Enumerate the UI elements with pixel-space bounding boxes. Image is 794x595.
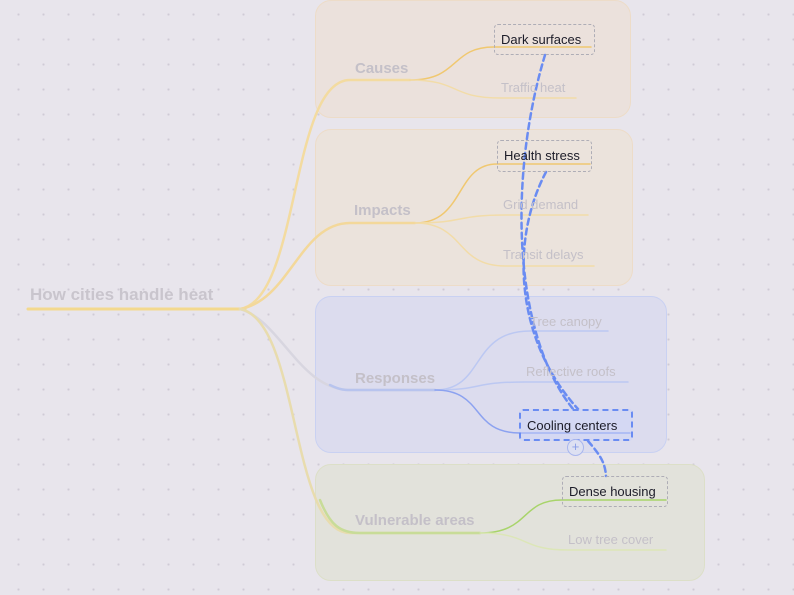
connector-health-stress-cooling (522, 170, 580, 411)
edge-dark-surfaces (409, 46, 592, 81)
edge-root-impacts (238, 221, 417, 311)
node-reflective-roofs[interactable]: Reflective roofs (526, 364, 616, 379)
add-child-button[interactable]: + (567, 439, 584, 456)
node-dark-surfaces[interactable]: Dark surfaces (494, 24, 595, 55)
edge-cooling-centers (434, 389, 631, 434)
node-low-tree-cover[interactable]: Low tree cover (568, 532, 654, 547)
edge-transit-delays (414, 222, 595, 267)
edge-root-vulnerable (238, 307, 482, 535)
node-cooling-centers[interactable]: Cooling centers (519, 409, 633, 441)
edge-traffic-heat (409, 79, 577, 99)
node-health-stress[interactable]: Health stress (497, 140, 592, 172)
root-topic[interactable]: How cities handle heat (30, 285, 214, 304)
branch-responses[interactable]: Responses (355, 370, 436, 387)
branch-vulnerable-areas[interactable]: Vulnerable areas (355, 512, 475, 529)
edge-health-stress (414, 163, 591, 224)
edge-root-causes (238, 78, 412, 311)
group-vulnerable-areas (315, 464, 705, 581)
group-responses (315, 296, 667, 453)
node-traffic-heat[interactable]: Traffic heat (501, 80, 566, 95)
connector-dark-surfaces-cooling (520, 53, 575, 411)
edge-dense-housing (479, 499, 667, 534)
edge-reflective-roofs (434, 381, 629, 391)
edge-low-tree-cover (479, 532, 667, 551)
connector-cooling-dense-housing (586, 439, 608, 478)
node-dense-housing[interactable]: Dense housing (562, 476, 668, 507)
edge-root-responses-tail (328, 383, 437, 392)
node-grid-demand[interactable]: Grid demand (503, 197, 579, 212)
group-causes (315, 0, 631, 118)
branch-causes[interactable]: Causes (355, 60, 409, 77)
node-tree-canopy[interactable]: Tree canopy (530, 314, 602, 329)
edge-tree-canopy (434, 330, 609, 391)
edge-grid-demand (414, 214, 589, 224)
node-transit-delays[interactable]: Transit delays (503, 247, 584, 262)
branch-impacts[interactable]: Impacts (354, 202, 411, 219)
group-impacts (315, 129, 633, 286)
